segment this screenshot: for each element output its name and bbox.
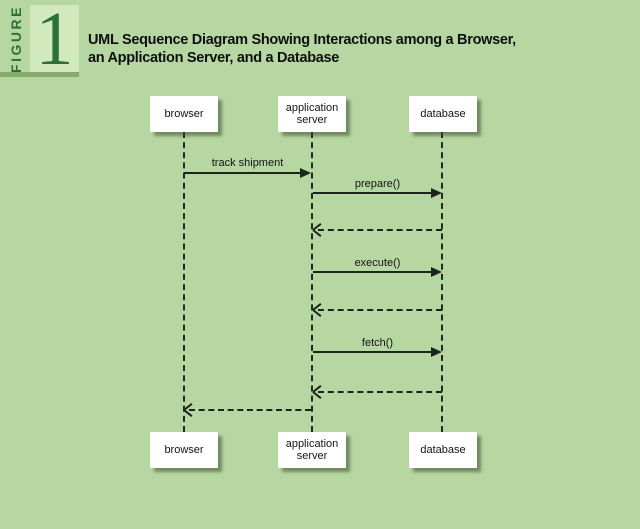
arrow-shaft [189, 409, 311, 411]
arrow-shaft [318, 229, 442, 231]
arrow-shaft [313, 192, 434, 194]
arrowhead-right-icon [431, 347, 442, 357]
actor-box-database-top: database [409, 96, 477, 132]
arrowhead-right-icon [300, 168, 311, 178]
message-label-track-shipment: track shipment [211, 157, 284, 169]
figure-number-box: 1 [30, 0, 79, 81]
actor-box-browser-bottom: browser [150, 432, 218, 468]
return-arrow-database-to-app [313, 309, 442, 311]
actor-label: application server [285, 102, 339, 126]
return-arrow-database-to-app [313, 391, 442, 393]
arrow-shaft [313, 271, 434, 273]
actor-label: browser [164, 108, 204, 120]
figure-title: UML Sequence Diagram Showing Interaction… [88, 32, 516, 67]
message-arrow-execute [313, 267, 442, 277]
figure-number: 1 [35, 0, 74, 81]
message-label-prepare: prepare() [354, 178, 401, 190]
arrowhead-right-icon [431, 188, 442, 198]
actor-box-browser-top: browser [150, 96, 218, 132]
arrow-shaft [184, 172, 303, 174]
message-arrow-track-shipment [184, 168, 311, 178]
arrow-shaft [313, 351, 434, 353]
message-arrow-prepare [313, 188, 442, 198]
message-label-fetch: fetch() [361, 337, 394, 349]
arrow-shaft [318, 391, 442, 393]
return-arrow-database-to-app [313, 229, 442, 231]
return-arrow-app-to-browser [184, 409, 311, 411]
figure-label: FIGURE [8, 5, 24, 73]
arrowhead-right-icon [431, 267, 442, 277]
message-label-execute: execute() [354, 257, 401, 269]
actor-label: database [420, 108, 466, 120]
lifeline-browser [183, 132, 185, 432]
actor-box-database-bottom: database [409, 432, 477, 468]
figure-title-line2: an Application Server, and a Database [88, 49, 340, 66]
figure-header-underline [0, 72, 79, 77]
message-arrow-fetch [313, 347, 442, 357]
arrow-shaft [318, 309, 442, 311]
actor-box-application-server-bottom: application server [278, 432, 346, 468]
actor-label: browser [164, 444, 204, 456]
lifeline-database [441, 132, 443, 432]
figure-title-line1: UML Sequence Diagram Showing Interaction… [88, 32, 516, 48]
lifeline-application-server [311, 132, 313, 432]
actor-label: application server [285, 438, 339, 462]
actor-label: database [420, 444, 466, 456]
actor-box-application-server-top: application server [278, 96, 346, 132]
